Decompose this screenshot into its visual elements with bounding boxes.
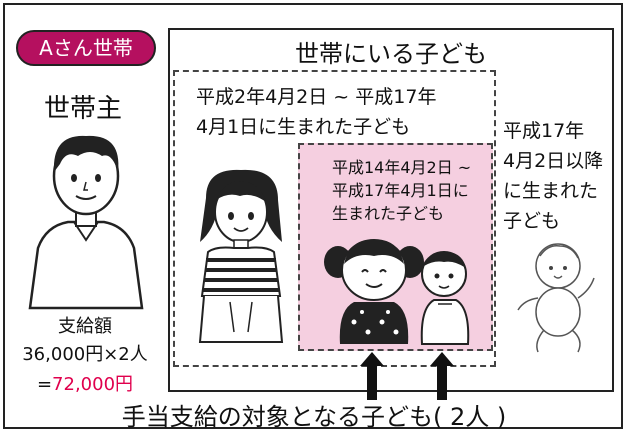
children-title: 世帯にいる子ども — [295, 40, 487, 68]
younger-group-line3: に生まれた — [503, 180, 599, 202]
payment-total: 72,000円 — [52, 374, 134, 395]
target-group-line2: 平成17年4月1日に — [332, 181, 469, 200]
girl-illustration — [198, 169, 284, 343]
younger-group-line2: 4月2日以降 — [503, 150, 604, 172]
target-group-line1: 平成14年4月2日 ~ — [332, 158, 472, 177]
younger-group-line4: 子ども — [503, 210, 561, 232]
children-box: 世帯にいる子ども — [168, 28, 614, 392]
older-group-line1: 平成2年4月2日 ~ 平成17年 — [196, 86, 437, 108]
payment-label: 支給額 — [58, 316, 112, 337]
father-illustration — [28, 135, 144, 310]
payment-total-line: =72,000円 — [20, 370, 150, 396]
kids-illustration — [324, 239, 470, 345]
arrow-up-left — [360, 352, 384, 400]
arrow-up-right — [430, 352, 454, 400]
target-group-line3: 生まれた子ども — [332, 204, 445, 223]
payment-formula: 36,000円×2人 — [22, 344, 148, 365]
head-of-household-label: 世帯主 — [44, 94, 123, 124]
baby-illustration — [517, 243, 595, 353]
older-group-line2: 4月1日に生まれた子ども — [196, 116, 411, 138]
younger-group-line1: 平成17年 — [503, 120, 585, 142]
household-badge: Aさん世帯 — [16, 30, 156, 66]
older-group-box — [173, 70, 496, 367]
bottom-label: 手当支給の対象となる子ども( 2人 ) — [121, 403, 507, 431]
payment-equals: = — [36, 374, 53, 395]
